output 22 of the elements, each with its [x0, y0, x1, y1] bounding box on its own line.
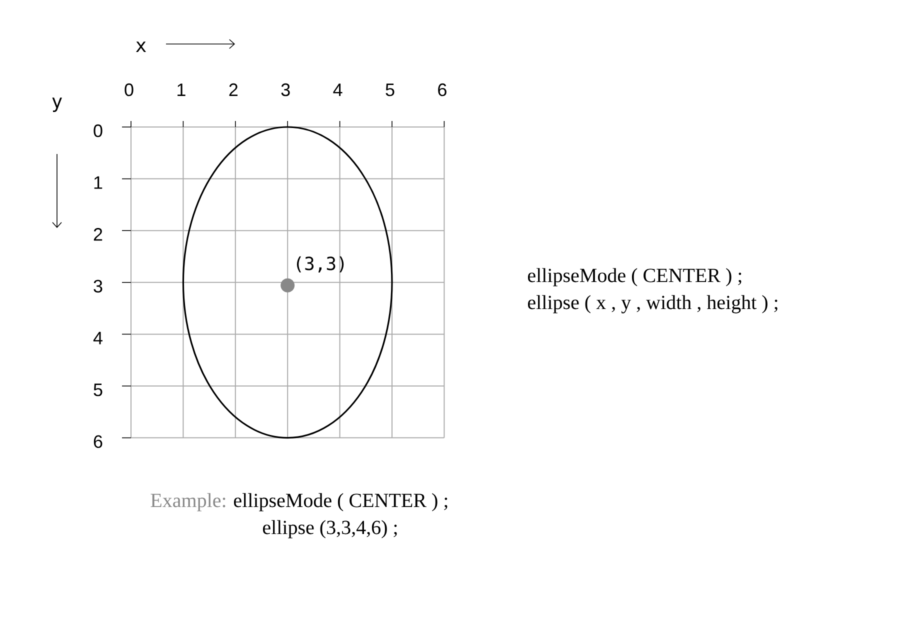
- tick-label: 6: [94, 435, 102, 448]
- tick-label: 6: [438, 83, 446, 96]
- tick-label: 0: [124, 83, 134, 96]
- code-line: ellipse ( x , y , width , height ) ;: [528, 295, 778, 314]
- example-label: Example:: [150, 493, 226, 512]
- tick-label: 3: [94, 280, 102, 293]
- tick-label: 0: [94, 124, 102, 138]
- axis-label: x: [136, 42, 146, 52]
- tick-label: 2: [229, 83, 238, 96]
- point-label: (3,3): [296, 256, 344, 273]
- tick-label: 4: [333, 84, 342, 96]
- code-line: ellipse (3,3,4,6) ;: [263, 520, 397, 538]
- code-line: ellipseMode ( CENTER ) ;: [528, 268, 742, 286]
- tick-label: 3: [281, 83, 290, 96]
- tick-label: 2: [94, 228, 102, 241]
- tick-label: 4: [93, 332, 102, 344]
- tick-label: 5: [94, 384, 102, 396]
- axis-label: y: [52, 98, 62, 112]
- code-line: ellipseMode ( CENTER ) ;: [234, 493, 448, 512]
- tick-label: 1: [94, 176, 102, 189]
- tick-label: 5: [386, 84, 394, 96]
- tick-label: 1: [178, 84, 186, 96]
